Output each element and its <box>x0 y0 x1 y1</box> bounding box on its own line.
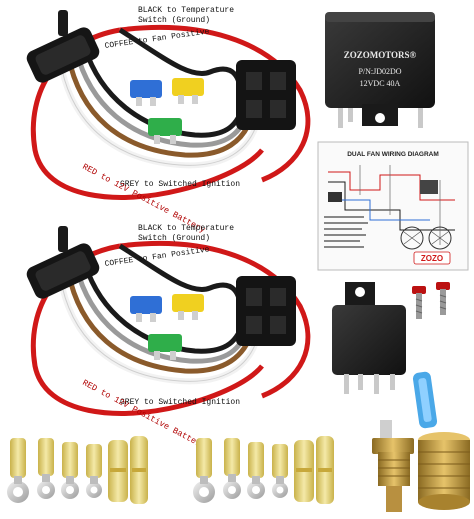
wiring-diagram-sheet: DUAL FAN WIRING DIAGRAM ZOZO <box>317 141 469 271</box>
label-black-line2: Switch (Ground) <box>138 234 210 243</box>
label-black-line1: BLACK to Temperature <box>138 6 234 15</box>
butt-connector <box>108 440 128 502</box>
ring-terminal <box>7 438 29 503</box>
terminal-set-left <box>7 436 148 504</box>
blade-fuse-blue <box>130 80 162 106</box>
relay-unlabeled <box>332 282 406 394</box>
brass-thread-adapter <box>418 432 470 510</box>
relay-labeled: ZOZOMOTORS® P/N:JD02DO 12VDC 40A <box>325 12 435 128</box>
self-tapping-screw <box>412 286 426 319</box>
ring-terminal <box>247 442 265 499</box>
terminal-set-right <box>193 436 334 504</box>
label-black-line2: Switch (Ground) <box>138 16 210 25</box>
relay-brand: ZOZOMOTORS® <box>344 50 417 60</box>
blade-fuse-yellow <box>172 78 204 104</box>
inline-fuse-holder <box>26 27 100 83</box>
ring-terminal <box>86 444 102 498</box>
butt-connector <box>294 440 314 502</box>
ring-terminal <box>193 438 215 503</box>
inline-fuse-holder <box>26 243 100 299</box>
blade-fuse-green <box>148 334 182 360</box>
diagram-logo: ZOZO <box>421 254 443 263</box>
butt-connector <box>130 436 148 504</box>
ring-terminal <box>37 438 55 499</box>
label-black-line1: BLACK to Temperature <box>138 224 234 233</box>
blade-fuse-blue <box>130 296 162 322</box>
relay-part-number: P/N:JD02DO <box>358 67 401 76</box>
wiring-harness-top: BLACK to Temperature Switch (Ground) COF… <box>26 6 311 235</box>
relay-rating: 12VDC 40A <box>360 79 401 88</box>
ring-terminal <box>223 438 241 499</box>
diagram-title: DUAL FAN WIRING DIAGRAM <box>347 151 439 158</box>
wiring-harness-bottom: BLACK to Temperature Switch (Ground) COF… <box>26 224 311 451</box>
relay-socket <box>236 276 296 346</box>
temperature-switch <box>372 420 414 512</box>
blade-fuse-yellow <box>172 294 204 320</box>
label-grey: GREY to Switched Ignition <box>120 180 240 189</box>
cable-tie <box>58 10 68 36</box>
blue-butt-connector <box>412 371 438 429</box>
blade-fuse-green <box>148 118 182 144</box>
ring-terminal <box>272 444 288 498</box>
ring-terminal <box>61 442 79 499</box>
relay-socket <box>236 60 296 130</box>
cable-tie <box>58 226 68 252</box>
label-grey: GREY to Switched Ignition <box>120 398 240 407</box>
self-tapping-screw <box>436 282 450 315</box>
butt-connector <box>316 436 334 504</box>
